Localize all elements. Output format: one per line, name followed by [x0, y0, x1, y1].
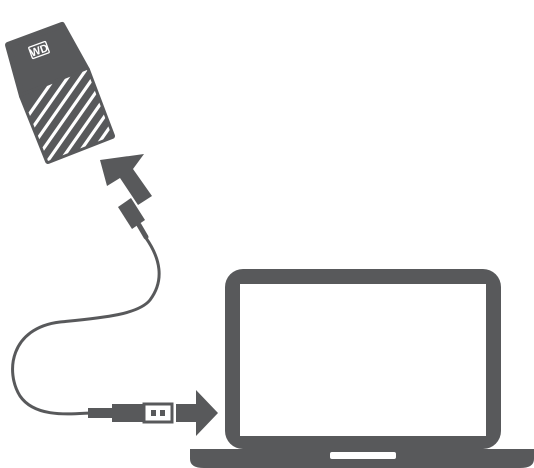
- drive-usb-connector: [118, 198, 146, 237]
- arrow-up-left-icon: [100, 154, 152, 205]
- laptop-notch: [330, 452, 396, 459]
- usb-cable: [13, 238, 160, 414]
- laptop-screen: [240, 284, 486, 436]
- arrow-right-icon: [176, 390, 218, 436]
- laptop-usb-plug: [88, 404, 172, 422]
- laptop: [190, 269, 534, 468]
